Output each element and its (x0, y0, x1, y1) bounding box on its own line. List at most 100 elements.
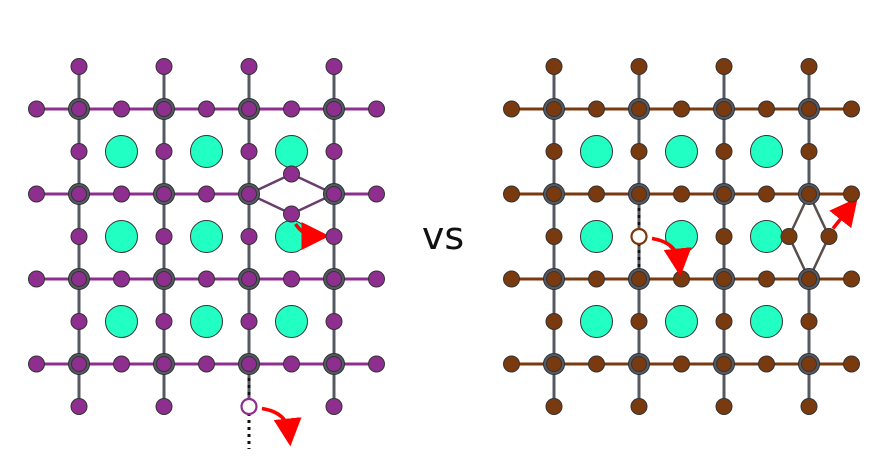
lattice-atom (113, 100, 130, 118)
vacancy-hop-arrow (261, 406, 302, 447)
corner-atom (546, 101, 562, 117)
corner-atom (546, 271, 562, 287)
interstitial-atom (580, 305, 613, 338)
split-atom (820, 228, 838, 245)
lattice-atom (240, 228, 258, 245)
lattice-atom (800, 143, 818, 160)
lattice-atom (70, 398, 88, 415)
corner-atom (546, 186, 562, 202)
lattice-atom (503, 270, 520, 288)
lattice-atom (758, 185, 775, 203)
interstitial-atom (665, 305, 698, 338)
lattice-atom (715, 313, 733, 330)
corner-atom (716, 271, 732, 287)
interstitial-atom (580, 135, 613, 168)
lattice-atom (368, 185, 385, 203)
corner-atom (156, 101, 172, 117)
lattice-atom (283, 270, 300, 288)
lattice-atom (240, 313, 258, 330)
lattice-atom (800, 313, 818, 330)
corner-atom (631, 356, 647, 372)
lattice-atom (283, 100, 300, 118)
right-lattice-panel (503, 58, 860, 415)
left-lattice-panel (28, 58, 385, 449)
lattice-atom (368, 100, 385, 118)
lattice-atom (715, 58, 733, 75)
corner-atom (156, 356, 172, 372)
lattice-atom (800, 398, 818, 415)
lattice-atom (325, 58, 343, 75)
lattice-atom (155, 398, 173, 415)
lattice-atom (155, 228, 173, 245)
corner-atom (326, 101, 342, 117)
lattice-atom (70, 58, 88, 75)
lattice-atom (758, 355, 775, 373)
lattice-atom (843, 270, 860, 288)
lattice-atom (588, 270, 605, 288)
interstitial-atom (275, 220, 308, 253)
interstitial-atom (190, 305, 223, 338)
lattice-atom (240, 143, 258, 160)
lattice-atom (545, 398, 563, 415)
corner-atom (71, 101, 87, 117)
corner-atom (156, 186, 172, 202)
lattice-atom (325, 143, 343, 160)
lattice-atom (503, 355, 520, 373)
interstitial-atom (275, 135, 308, 168)
interstitial-atom (105, 220, 138, 253)
lattice-atom (28, 355, 45, 373)
vacancy-site (240, 397, 258, 416)
corner-atom (716, 356, 732, 372)
lattice-atom (588, 355, 605, 373)
lattice-atom (715, 228, 733, 245)
lattice-atom (283, 355, 300, 373)
lattice-atom (28, 270, 45, 288)
lattice-atom (758, 270, 775, 288)
interstitial-atom (750, 135, 783, 168)
corner-atom (631, 101, 647, 117)
lattice-atom (843, 355, 860, 373)
lattice-atom (198, 355, 215, 373)
corner-atom (241, 356, 257, 372)
corner-atom (156, 271, 172, 287)
lattice-atom (545, 143, 563, 160)
lattice-atom (673, 355, 690, 373)
lattice-atom (113, 270, 130, 288)
lattice-atom (588, 185, 605, 203)
lattice-atom (368, 355, 385, 373)
lattice-atom (503, 185, 520, 203)
lattice-atom (28, 185, 45, 203)
corner-atom (241, 271, 257, 287)
corner-atom (631, 186, 647, 202)
corner-atom (326, 271, 342, 287)
corner-atom (71, 356, 87, 372)
lattice-atom (240, 58, 258, 75)
corner-atom (71, 186, 87, 202)
lattice-atom (368, 270, 385, 288)
corner-atom (801, 101, 817, 117)
corner-atom (801, 356, 817, 372)
lattice-atom (673, 270, 690, 288)
corner-atom (716, 101, 732, 117)
lattice-atom (198, 270, 215, 288)
bond-gap (806, 202, 812, 271)
interstitial-atom (105, 305, 138, 338)
lattice-atom (325, 313, 343, 330)
hop-arrow (829, 197, 858, 230)
split-atom (283, 165, 300, 183)
lattice-atom (715, 143, 733, 160)
lattice-atom (630, 143, 648, 160)
bond-gap (257, 191, 326, 197)
lattice-atom (155, 58, 173, 75)
interstitial-atom (665, 135, 698, 168)
vacancy-hop-arrow (651, 236, 692, 277)
lattice-atom (70, 143, 88, 160)
lattice-atom (545, 228, 563, 245)
vs-label: vs (422, 214, 464, 258)
lattice-atom (325, 398, 343, 415)
interstitial-atom (275, 305, 308, 338)
split-atom (780, 228, 798, 245)
lattice-atom (198, 185, 215, 203)
lattice-atom (843, 100, 860, 118)
lattice-atom (843, 185, 860, 203)
